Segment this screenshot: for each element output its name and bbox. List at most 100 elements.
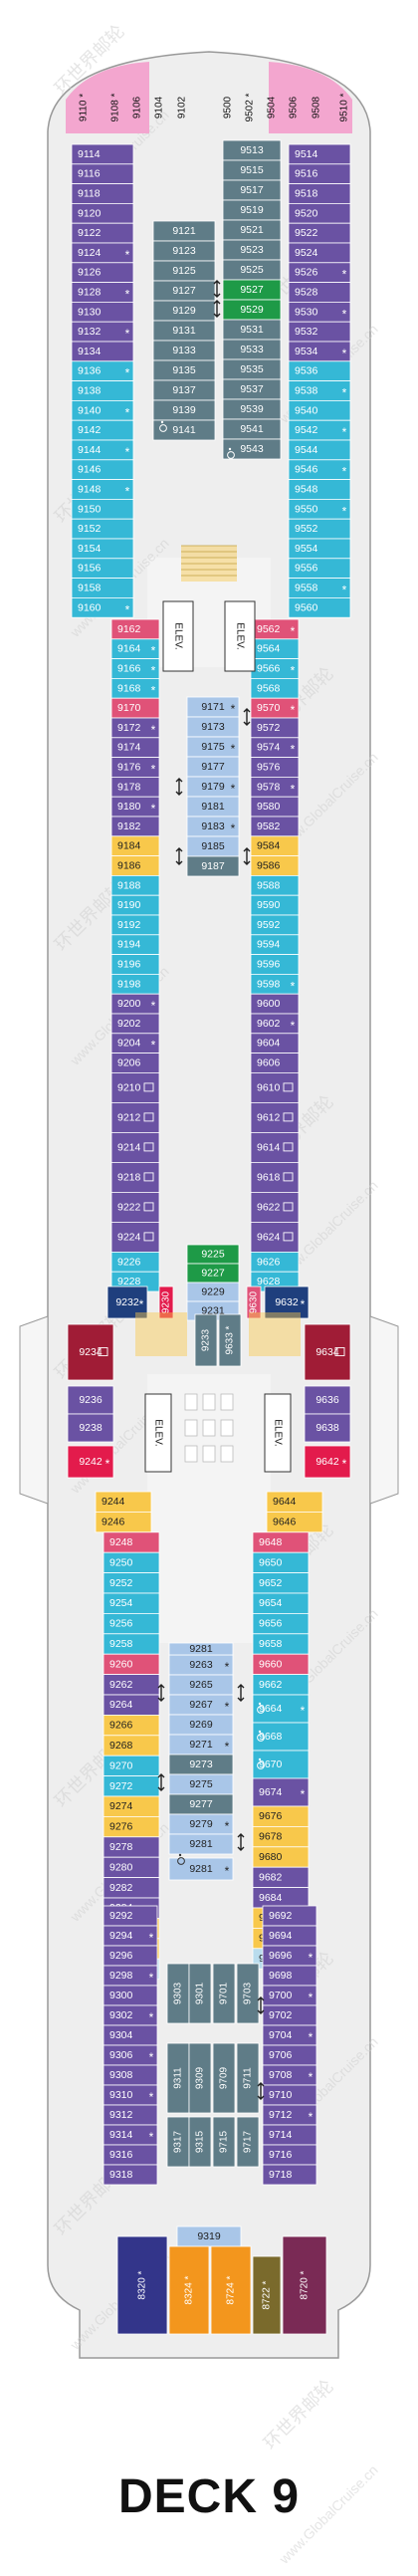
cabin-9227: 9227: [186, 1263, 240, 1284]
cabin-number: 9127: [172, 285, 196, 297]
cabin-number: 9281: [189, 1863, 213, 1875]
arrow-path: [257, 2082, 265, 2100]
cabin-9533: 9533: [222, 339, 282, 360]
cabin-9584: 9584: [250, 835, 300, 856]
asterisk-icon: *: [151, 723, 156, 737]
cabin-number: 9171: [201, 701, 225, 713]
cabin-9622: 9622: [250, 1192, 300, 1223]
cabin-9303: 9303: [166, 1963, 190, 2024]
cabin-9139: 9139: [152, 399, 216, 421]
asterisk-icon: *: [291, 664, 296, 678]
cabin-number: 9231: [201, 1305, 225, 1317]
cabin-number: 9138: [78, 385, 102, 397]
cabin-number: 9516: [295, 168, 318, 180]
head: [258, 1730, 262, 1734]
cabin-9718: 9718: [262, 2164, 317, 2186]
cabin-9668: 9668: [252, 1722, 310, 1752]
cabin-block: [110, 1072, 160, 1103]
cabin-9510: 9510 *: [339, 93, 350, 121]
cabin-number: 9214: [117, 1141, 141, 1153]
cabin-number: 9614: [257, 1141, 281, 1153]
cabin-number: 9130: [78, 306, 102, 318]
cabin-9698: 9698: [262, 1965, 317, 1987]
cabin-number: 9598: [257, 978, 281, 990]
cabin-number: 9618: [257, 1171, 281, 1183]
cabin-9141: 9141: [152, 419, 216, 441]
window-icon: [143, 1172, 154, 1182]
cabin-number: 9525: [240, 264, 264, 276]
cabin-number: 9166: [117, 663, 141, 675]
cabin-number: 9576: [257, 762, 281, 774]
cabin-number: 9162: [117, 623, 141, 635]
cabin-9233: 9233: [194, 1313, 218, 1367]
cabin-number: 9142: [78, 424, 102, 436]
asterisk-icon: *: [342, 425, 347, 439]
asterisk-icon: *: [149, 2130, 154, 2144]
cabin-number: 9650: [259, 1556, 283, 1568]
cabin-9168: 9168*: [110, 678, 160, 699]
cabin-number: 9524: [295, 247, 318, 259]
cabin-9102: 9102: [177, 96, 188, 118]
cabin-number: 9135: [172, 364, 196, 376]
connecting-arrow-icon: [175, 847, 183, 865]
cabin-9632: 9632*: [264, 1286, 310, 1319]
cabin-9179: 9179*: [186, 776, 240, 798]
cabin-9246: 9246: [95, 1512, 152, 1533]
cabin-9552: 9552: [288, 518, 351, 540]
arrow-path: [237, 1833, 245, 1851]
cabin-number: 9256: [109, 1618, 133, 1630]
cabin-number: 9562: [257, 623, 281, 635]
window-icon: [143, 1142, 154, 1152]
cabin-number: 9224: [117, 1231, 141, 1243]
cabin-9280: 9280: [103, 1856, 160, 1878]
cabin-9264: 9264: [103, 1694, 160, 1716]
cabin-9279: 9279*: [168, 1813, 234, 1835]
cabin-number: 9580: [257, 801, 281, 813]
cabin-9104: 9104: [154, 96, 165, 118]
cabin-number: 9556: [295, 563, 318, 575]
cabin-9541: 9541: [222, 418, 282, 440]
cabin-number: 9222: [117, 1201, 141, 1213]
cabin-9281: 9281: [168, 1833, 234, 1855]
arrow-path: [175, 778, 183, 796]
cabin-9638: 9638: [304, 1413, 351, 1443]
connecting-arrow-icon: [157, 1684, 165, 1702]
cabin-block: [252, 2255, 282, 2335]
cabin-9514: 9514: [288, 143, 351, 165]
cabin-number: 9172: [117, 722, 141, 734]
stairs-block: [135, 1312, 187, 1356]
cabin-number: 9633 *: [225, 1325, 236, 1354]
cabin-number: 9708: [269, 2069, 293, 2081]
elevator-car: [184, 1445, 198, 1463]
cabin-number: 9703: [243, 1982, 254, 2004]
cabin-number: 9232: [115, 1296, 139, 1308]
cabin-9262: 9262: [103, 1674, 160, 1696]
cabin-number: 9170: [117, 702, 141, 714]
cabin-number: 9123: [172, 245, 196, 257]
cabin-number: 9540: [295, 404, 318, 416]
cabin-block: [67, 1323, 114, 1381]
asterisk-icon: *: [309, 2070, 314, 2084]
cabin-number: 9234: [79, 1346, 103, 1358]
asterisk-icon: *: [151, 763, 156, 777]
cabin-number: 9668: [259, 1731, 283, 1743]
asterisk-icon: *: [301, 1704, 306, 1718]
cabin-number: 9660: [259, 1658, 283, 1670]
cabin-number: 9704: [269, 2029, 293, 2041]
elevator-shaft: [162, 600, 194, 672]
wheel: [177, 1857, 185, 1865]
cabin-number: 9120: [78, 207, 102, 219]
cabin-9172: 9172 *: [110, 717, 160, 739]
cabin-9602: 9602*: [250, 1013, 300, 1035]
cabin-number: 9192: [117, 919, 141, 931]
cabin-9162: 9162: [110, 618, 160, 640]
cabin-9292: 9292: [103, 1905, 158, 1927]
cabin-number: 9182: [117, 820, 141, 832]
cabin-9294: 9294*: [103, 1925, 158, 1947]
cabin-block: [152, 419, 216, 441]
cabin-9517: 9517: [222, 179, 282, 201]
cabin-block: [188, 2116, 212, 2168]
cabin-number: 9304: [109, 2029, 133, 2041]
cabin-9648: 9648: [252, 1531, 310, 1553]
window-icon: [143, 1112, 154, 1122]
